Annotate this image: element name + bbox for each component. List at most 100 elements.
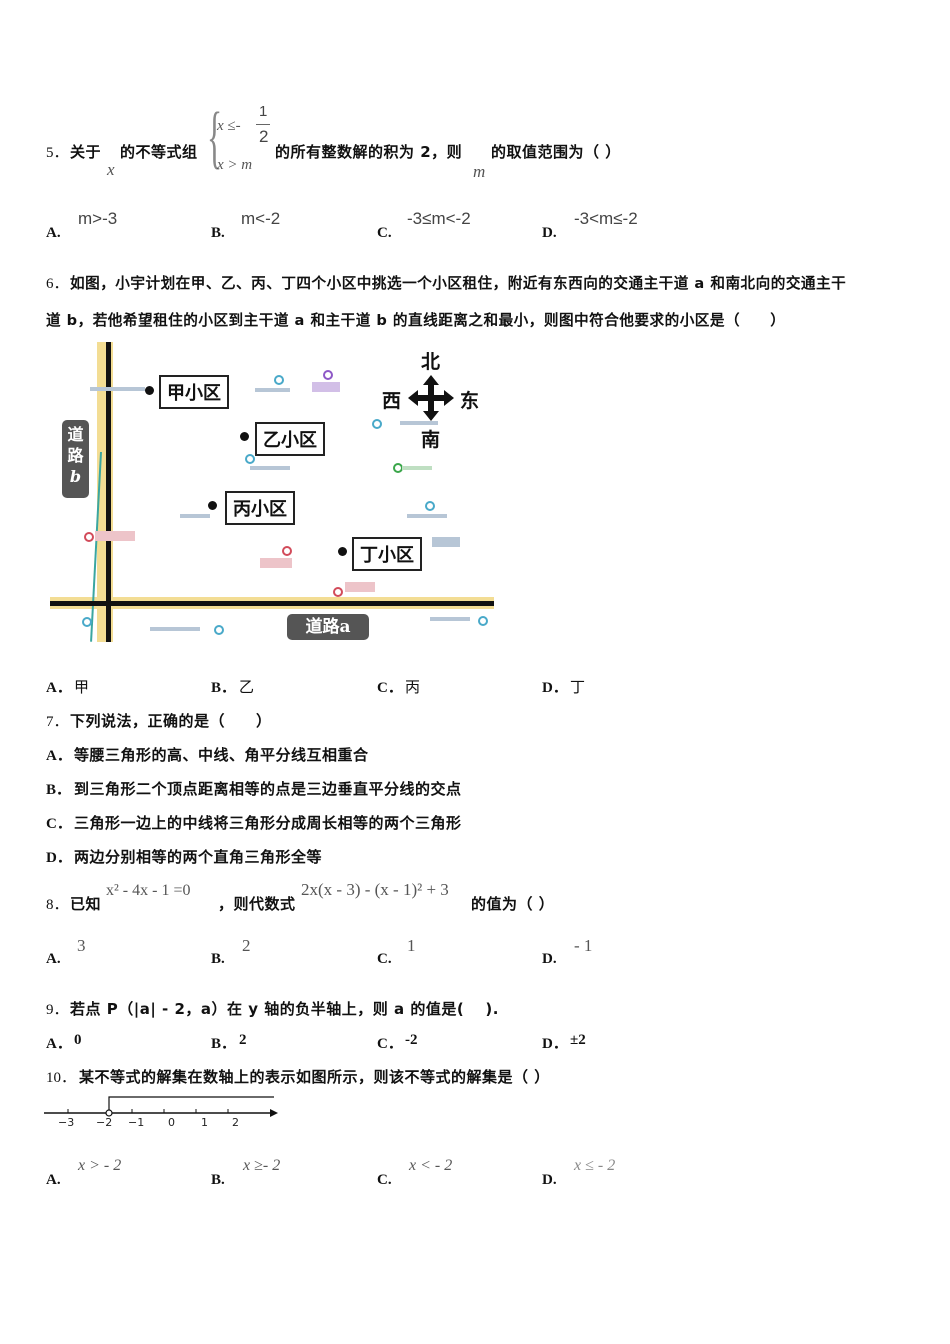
number-line-figure: −3 −2 −1 0 1 2 [44, 1094, 280, 1134]
question-text: 某不等式的解集在数轴上的表示如图所示，则该不等式的解集是（ ） [79, 1068, 550, 1086]
option-b-label: B. [211, 951, 225, 967]
inequality-line-2: x > m [217, 157, 253, 173]
tick-label: 0 [168, 1116, 175, 1129]
option-d-text: ±2 [570, 1032, 586, 1048]
option-a-label: A. [46, 951, 61, 967]
community-ding: 丁小区 [352, 537, 422, 571]
question-text: 下列说法，正确的是（ ） [70, 712, 272, 730]
road-a-label: 道路a [287, 614, 369, 640]
poi-label [90, 387, 145, 391]
option-b-text: 乙 [239, 678, 255, 696]
option-a-label: A． [46, 1036, 72, 1052]
tick-label: −3 [58, 1116, 75, 1129]
option-c-text: 三角形一边上的中线将三角形分成周长相等的两个三角形 [74, 814, 462, 832]
fraction-bar [256, 124, 270, 125]
compass-north: 北 [421, 351, 441, 373]
option-d-label: D. [542, 1172, 557, 1188]
poi-icon [245, 454, 255, 464]
community-marker [240, 432, 249, 441]
poi-label [255, 388, 290, 392]
question-text: ，则代数式 [218, 895, 296, 913]
option-b-math: m<-2 [241, 209, 281, 228]
poi-label [180, 514, 210, 518]
question-number: 8． [46, 897, 69, 913]
community-marker [338, 547, 347, 556]
option-d-label: D． [46, 850, 72, 866]
fraction-numerator: 1 [259, 103, 268, 120]
poi-label [345, 582, 375, 592]
poi-label [430, 617, 470, 621]
option-d-label: D． [542, 680, 568, 696]
road-a-line [50, 601, 494, 606]
math-variable: x [107, 160, 115, 179]
option-b-label: B． [211, 1036, 237, 1052]
tick-label: −2 [96, 1116, 113, 1129]
option-a-label: A． [46, 680, 72, 696]
option-b-math: x ≥- 2 [243, 1157, 281, 1174]
map-figure: 甲小区 乙小区 丙小区 丁小区 道 路 b 道路a 北 西 东 南 [50, 342, 494, 642]
community-bing: 丙小区 [225, 491, 295, 525]
question-text: 的值为（ ） [471, 895, 555, 913]
option-b-label: B． [46, 782, 72, 798]
option-c-label: C． [377, 1036, 403, 1052]
option-d-label: D. [542, 951, 557, 967]
option-b-label: B. [211, 225, 225, 241]
poi-icon [372, 419, 382, 429]
option-b-text: 到三角形二个顶点距离相等的点是三边垂直平分线的交点 [74, 780, 462, 798]
community-marker [208, 501, 217, 510]
option-d-label: D. [542, 225, 557, 241]
poi-icon [333, 587, 343, 597]
option-c-text: 丙 [405, 678, 421, 696]
poi-icon [274, 375, 284, 385]
poi-icon [82, 617, 92, 627]
expression: 2x(x - 3) - (x - 1)² + 3 [301, 880, 449, 899]
option-c-label: C. [377, 951, 392, 967]
tick-label: −1 [128, 1116, 145, 1129]
road-b-line [106, 342, 111, 642]
question-text-line-2: 道 b，若他希望租住的小区到主干道 a 和主干道 b 的直线距离之和最小，则图中… [46, 312, 786, 329]
community-yi: 乙小区 [255, 422, 325, 456]
option-b-math: 2 [242, 936, 251, 955]
question-text: 的所有整数解的积为 2，则 [275, 143, 463, 161]
option-c-label: C. [377, 225, 392, 241]
option-c-math: -3≤m<-2 [407, 209, 471, 228]
option-c-math: 1 [407, 936, 416, 955]
compass-west: 西 [382, 390, 402, 412]
tick-label: 1 [201, 1116, 208, 1129]
question-number: 10． [46, 1070, 77, 1086]
option-c-label: C． [377, 680, 403, 696]
option-b-label: B． [211, 680, 237, 696]
question-text: 的取值范围为（ ） [491, 143, 621, 161]
community-jia: 甲小区 [159, 375, 229, 409]
option-d-text: 两边分别相等的两个直角三角形全等 [74, 848, 323, 866]
poi-icon [214, 625, 224, 635]
fraction-denominator: 2 [259, 127, 269, 146]
compass-arrows-icon [408, 375, 454, 421]
question-text: 的不等式组 [120, 143, 198, 161]
number-line-icon [44, 1096, 278, 1117]
poi-label [312, 382, 340, 392]
poi-icon [478, 616, 488, 626]
option-a-text: 等腰三角形的高、中线、角平分线互相重合 [74, 746, 369, 764]
poi-label [250, 466, 290, 470]
option-c-label: C. [377, 1172, 392, 1188]
math-variable: m [473, 162, 486, 181]
option-a-math: m>-3 [78, 209, 118, 228]
option-a-label: A. [46, 225, 61, 241]
question-number: 7． [46, 714, 69, 730]
option-a-math: x > - 2 [78, 1157, 122, 1174]
road-b-label-char: b [69, 467, 82, 486]
poi-icon [323, 370, 333, 380]
equation-1: x² - 4x - 1 =0 [106, 882, 191, 899]
question-text: 关于 [70, 143, 102, 161]
question-number: 5． [46, 145, 69, 161]
option-d-math: - 1 [574, 936, 593, 955]
poi-label [150, 627, 200, 631]
compass-east: 东 [460, 390, 480, 412]
option-a-math: 3 [77, 936, 86, 955]
road-b-label-char: 路 [67, 446, 84, 465]
road-b-label-char: 道 [67, 425, 84, 444]
inequality-line-1: x ≤- [217, 118, 241, 134]
system-brace: { [207, 99, 223, 176]
question-text-line-1: 如图，小宇计划在甲、乙、丙、丁四个小区中挑选一个小区租住，附近有东西向的交通主干… [70, 275, 847, 292]
